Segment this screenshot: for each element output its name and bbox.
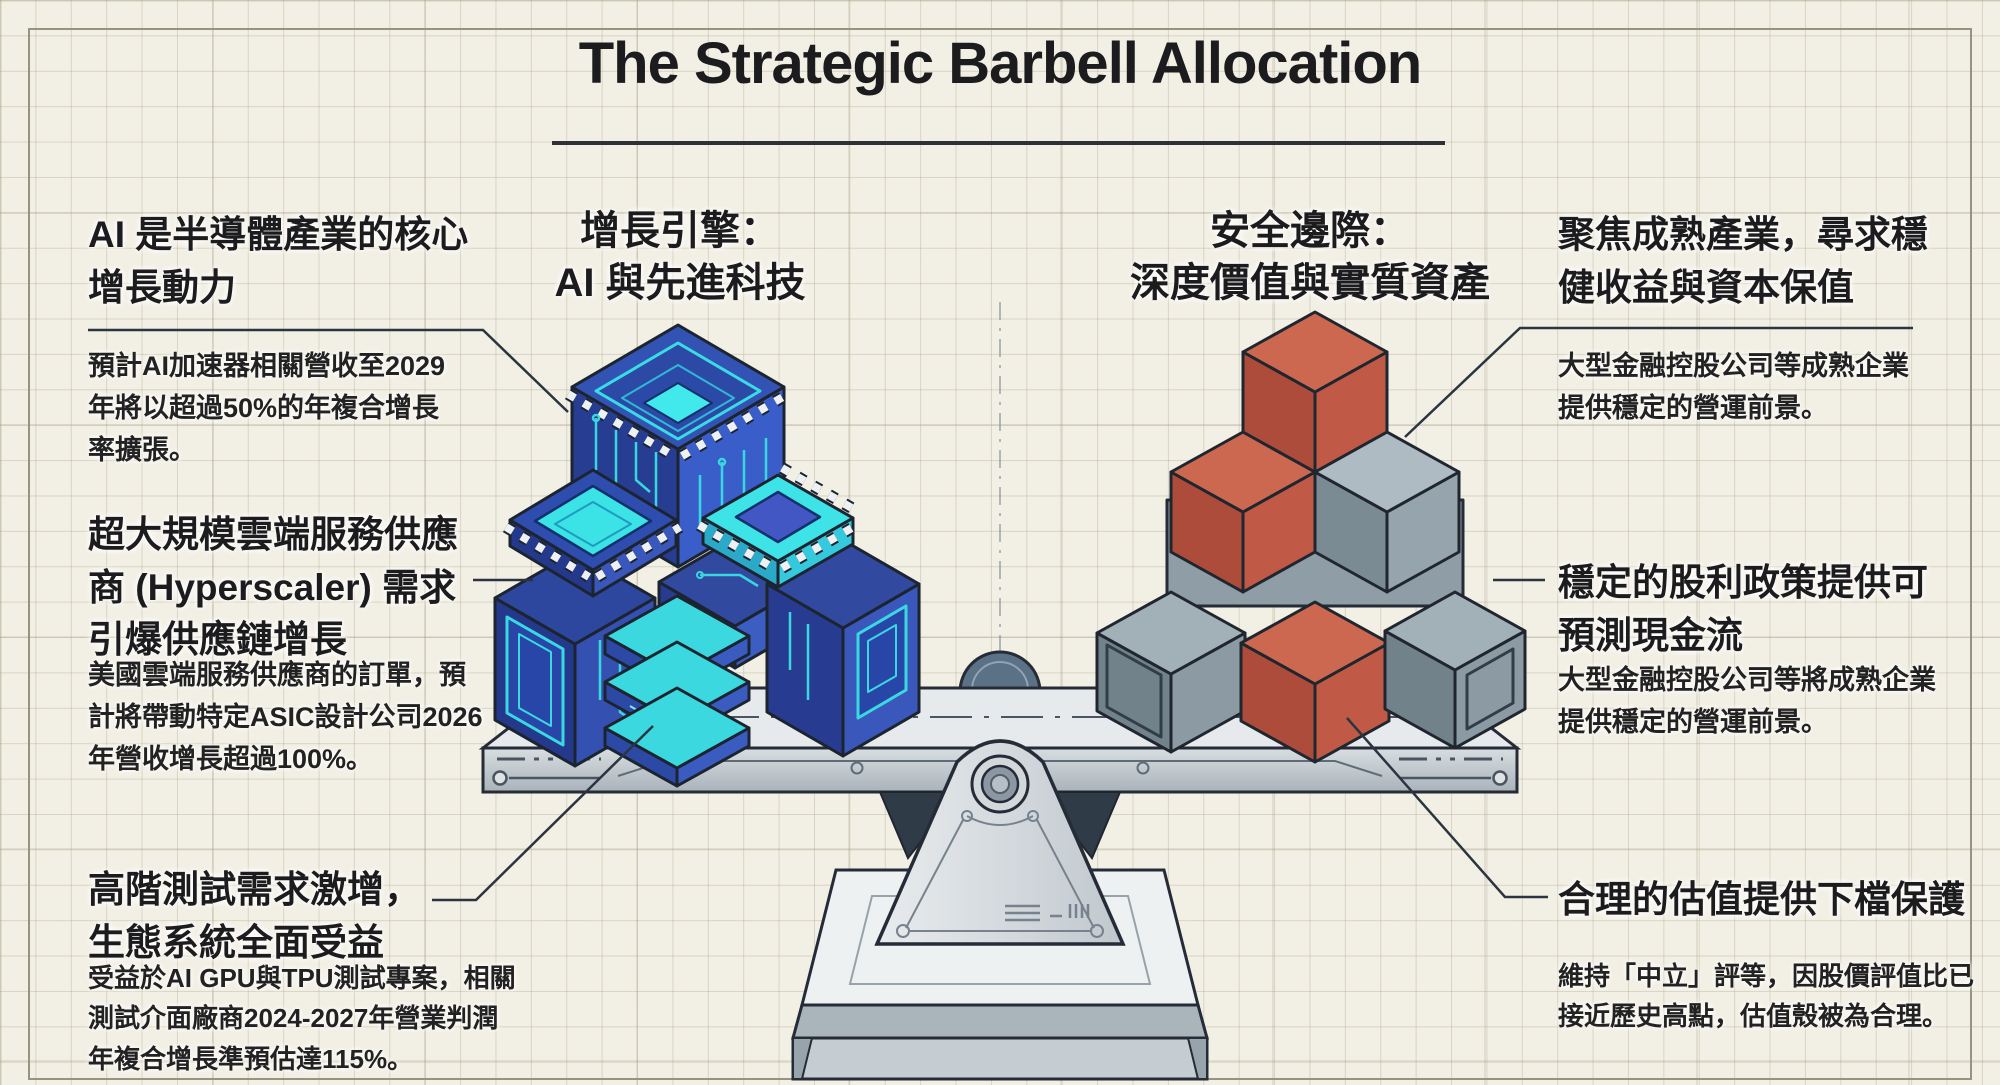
callout-left-top-body: 預計AI加速器相關營收至2029 年將以超過50%的年複合增長 率擴張。 [88,351,446,465]
fulcrum [874,739,1126,946]
red-cube-bottom [1239,600,1391,764]
leader-left-bottom [432,725,654,902]
chip-cube-right [765,538,921,758]
red-cube-top [1241,310,1389,474]
leader-left-top [88,328,569,413]
leader-right-top [1404,326,1913,438]
fulcrum-triangle [874,739,1126,946]
column-heading-growth: 增長引擎： AI 與先進科技 [554,209,806,305]
gray-cube-middle [1313,430,1461,594]
leader-right-bottom [1346,717,1548,899]
callout-left-middle-body: 美國雲端服務供應商的訂單，預 計將帶動特定ASIC設計公司2026 年營收增長超… [88,660,483,774]
chip-cube-top [564,323,792,569]
gray-cube-bottom-right [1383,590,1527,750]
chip-package-left [502,468,684,598]
callout-left-top-heading: AI 是半導體產業的核心 增長動力 [88,214,469,308]
callout-left-bottom-body: 受益於AI GPU與TPU測試專案，相關 測試介面廠商2024-2027年營業判… [88,963,516,1074]
chip-slab-stack [603,594,751,788]
value-cube-stack [1095,310,1527,764]
leader-lines [88,326,1913,902]
page-title: The Strategic Barbell Allocation [578,31,1422,96]
callout-right-bottom-heading: 合理的估值提供下檔保護 [1558,879,1965,920]
callout-left-middle-heading: 超大規模雲端服務供應 商 (Hyperscaler) 需求 引爆供應鏈增長 [88,514,458,661]
callout-right-bottom-body: 維持「中立」評等，因股價評值比已 接近歷史高點，估值殼被為合理。 [1558,961,1975,1032]
title-underline [552,141,1445,145]
callout-right-top-body: 大型金融控股公司等成熟企業 提供穩定的營運前景。 [1558,351,1909,423]
callout-right-middle-heading: 穩定的股利政策提供可 預測現金流 [1558,562,1928,656]
callout-right-middle-body: 大型金融控股公司等將成熟企業 提供穩定的營運前景。 [1558,665,1936,737]
callout-right-top-heading: 聚焦成熟產業，尋求穩 健收益與資本保值 [1558,214,1928,308]
beam-pivot-dome [958,650,1042,694]
column-heading-safety: 安全邊際： 深度價值與實質資產 [1130,209,1490,305]
fulcrum-tech-marks [1005,904,1090,922]
gray-cube-bottom-left [1095,590,1247,754]
callout-left-bottom-heading: 高階測試需求激增， 生態系統全面受益 [88,869,421,963]
ai-chip-stack [493,323,921,788]
chip-package-right [696,462,860,589]
